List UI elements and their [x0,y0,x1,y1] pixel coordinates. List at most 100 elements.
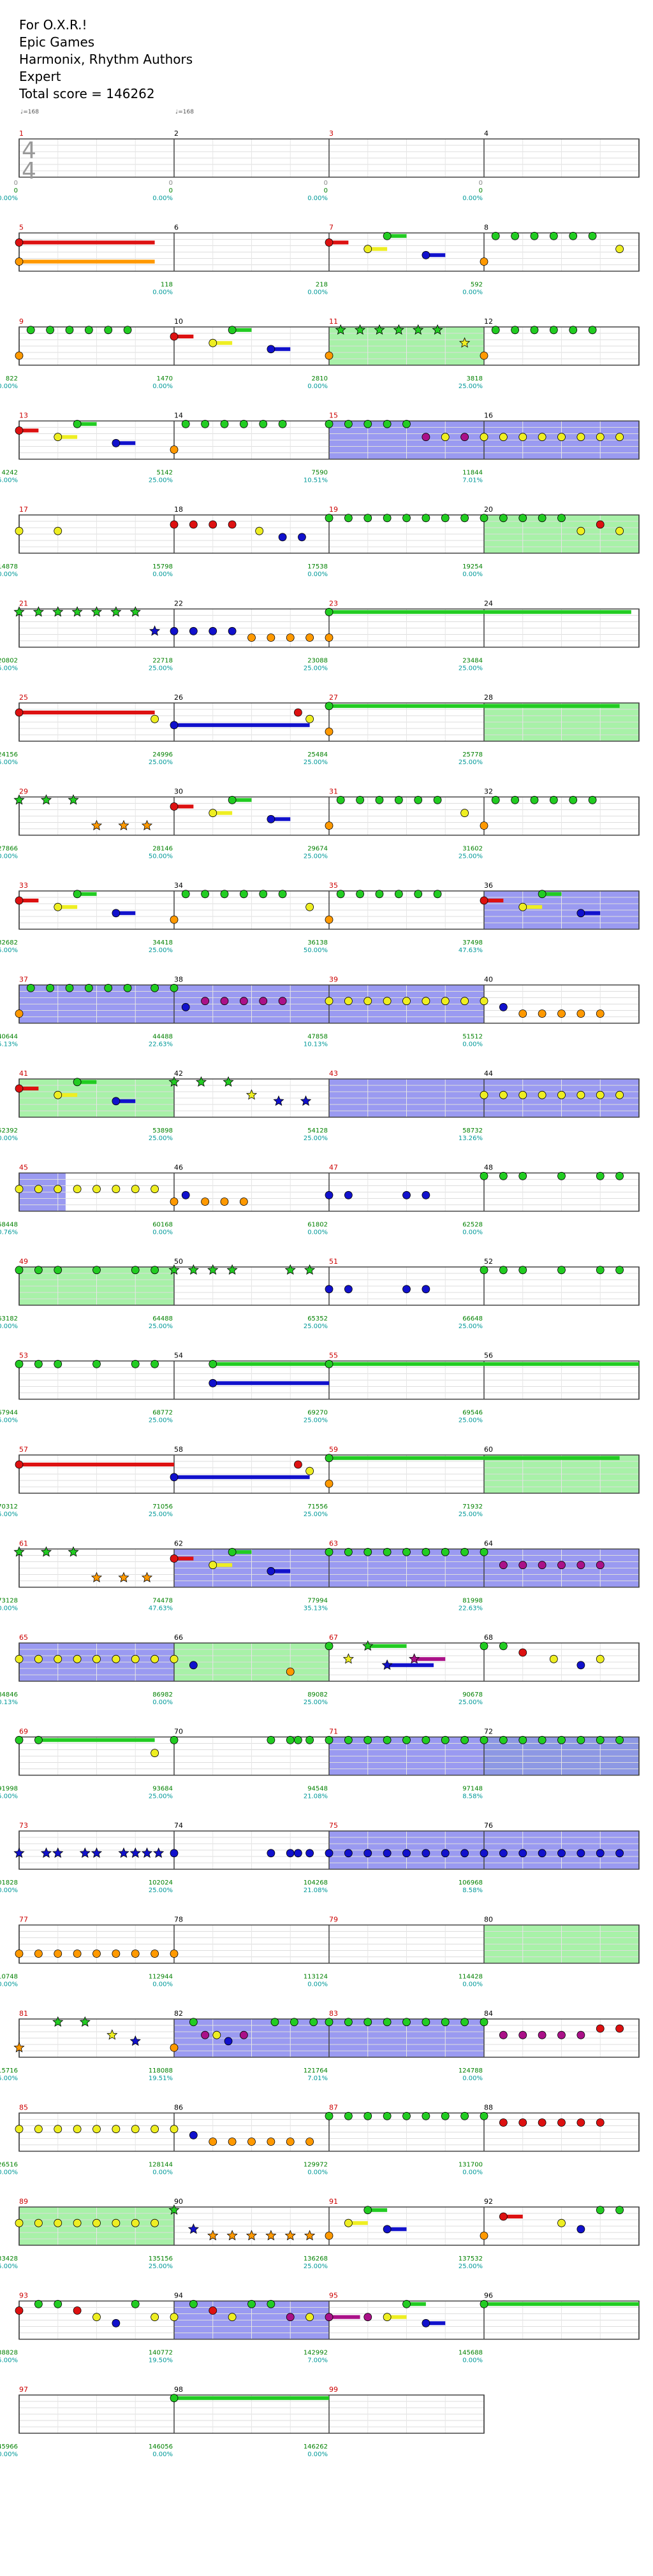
gem-green [480,1547,488,1556]
sustain-yellow [387,2315,407,2319]
gem-yellow [170,2313,179,2322]
gem-green [596,1735,605,1744]
gem-green [499,1735,508,1744]
note-green [309,2018,318,2027]
overdrive-percent: 0.00% [462,2169,483,2176]
measure-number: 81 [19,2009,28,2018]
note-orange [170,1198,179,1206]
star-note-green [13,606,25,617]
note-yellow [383,997,392,1006]
overdrive-percent: 25.00% [0,477,18,484]
overdrive-percent: 25.00% [149,665,173,672]
gem-green [344,2018,353,2027]
sustain-green [232,328,252,332]
measure-number: 65 [19,1633,28,1642]
staff-row [18,2018,640,2058]
note-orange [239,1198,248,1206]
note-yellow [112,2218,121,2227]
star-note-orange [284,2229,296,2241]
gem-green [383,1735,392,1744]
measure-number: 87 [329,2104,338,2112]
note-green [201,890,210,899]
gem-blue [112,1097,121,1106]
gem-yellow [576,526,585,535]
gem-green [123,983,132,992]
note-green [413,324,424,335]
note-yellow [73,1654,82,1663]
gem-orange [286,1667,295,1676]
note-yellow [363,245,388,254]
note-red [15,1460,174,1469]
overdrive-percent: 0.00% [462,1229,483,1236]
note-orange [325,1479,334,1488]
note-orange [284,2229,296,2241]
sustain-red [503,2215,523,2218]
note-orange [267,2138,275,2146]
cumulative-score: 145688 [459,2350,483,2357]
note-green [480,1547,488,1556]
gem-yellow [170,1654,179,1663]
note-yellow [518,902,543,911]
gem-green [336,890,345,899]
gem-green [441,514,450,523]
note-green [40,794,52,805]
star-note-green [71,606,83,617]
cumulative-score: 118088 [149,2067,173,2074]
sustain-blue [270,817,291,821]
note-orange [15,257,155,266]
note-green [220,419,229,428]
gem-green [259,890,268,899]
gem-green [511,231,519,240]
note-red [499,2118,508,2127]
gem-blue [576,909,585,918]
gem-green [336,795,345,804]
note-green [92,1266,101,1275]
star-note-green [129,606,141,617]
note-green [363,419,372,428]
note-blue [286,1849,295,1858]
gem-green [325,607,334,616]
note-blue [383,2225,407,2234]
note-orange [73,1950,82,1958]
sustain-blue [115,1099,136,1103]
note-green [363,2018,372,2027]
note-yellow [54,902,78,911]
gem-yellow [383,997,392,1006]
note-green [228,795,252,804]
note-orange [92,1950,101,1958]
overdrive-percent: 25.00% [304,665,328,672]
note-green [530,795,539,804]
note-yellow [615,1090,624,1099]
note-yellow [106,2029,118,2040]
measure-61: 617312850.00% [0,1540,28,1612]
gem-green [267,1735,275,1744]
gem-yellow [131,2218,140,2227]
gem-yellow [305,902,314,911]
note-yellow [73,1185,82,1194]
gem-blue [305,1849,314,1858]
measure-number: 86 [174,2104,183,2112]
note-blue [273,1095,284,1106]
note-green [402,514,411,523]
note-yellow [557,2218,566,2227]
gem-yellow [92,1654,101,1663]
note-green [92,1359,101,1368]
note-green [344,2111,353,2120]
measure-number: 77 [19,1916,28,1924]
difficulty-label: Expert [19,69,61,84]
note-green [530,326,539,335]
note-green [393,324,404,335]
measure-57: 577031225.00% [0,1445,28,1518]
star-note-orange [265,2229,277,2241]
cumulative-score: 71056 [152,1503,173,1510]
note-purple [499,2030,508,2039]
sustain-green [232,798,252,802]
note-yellow [54,1185,62,1194]
gem-green [569,795,578,804]
gem-orange [518,1009,527,1018]
note-green [356,795,364,804]
